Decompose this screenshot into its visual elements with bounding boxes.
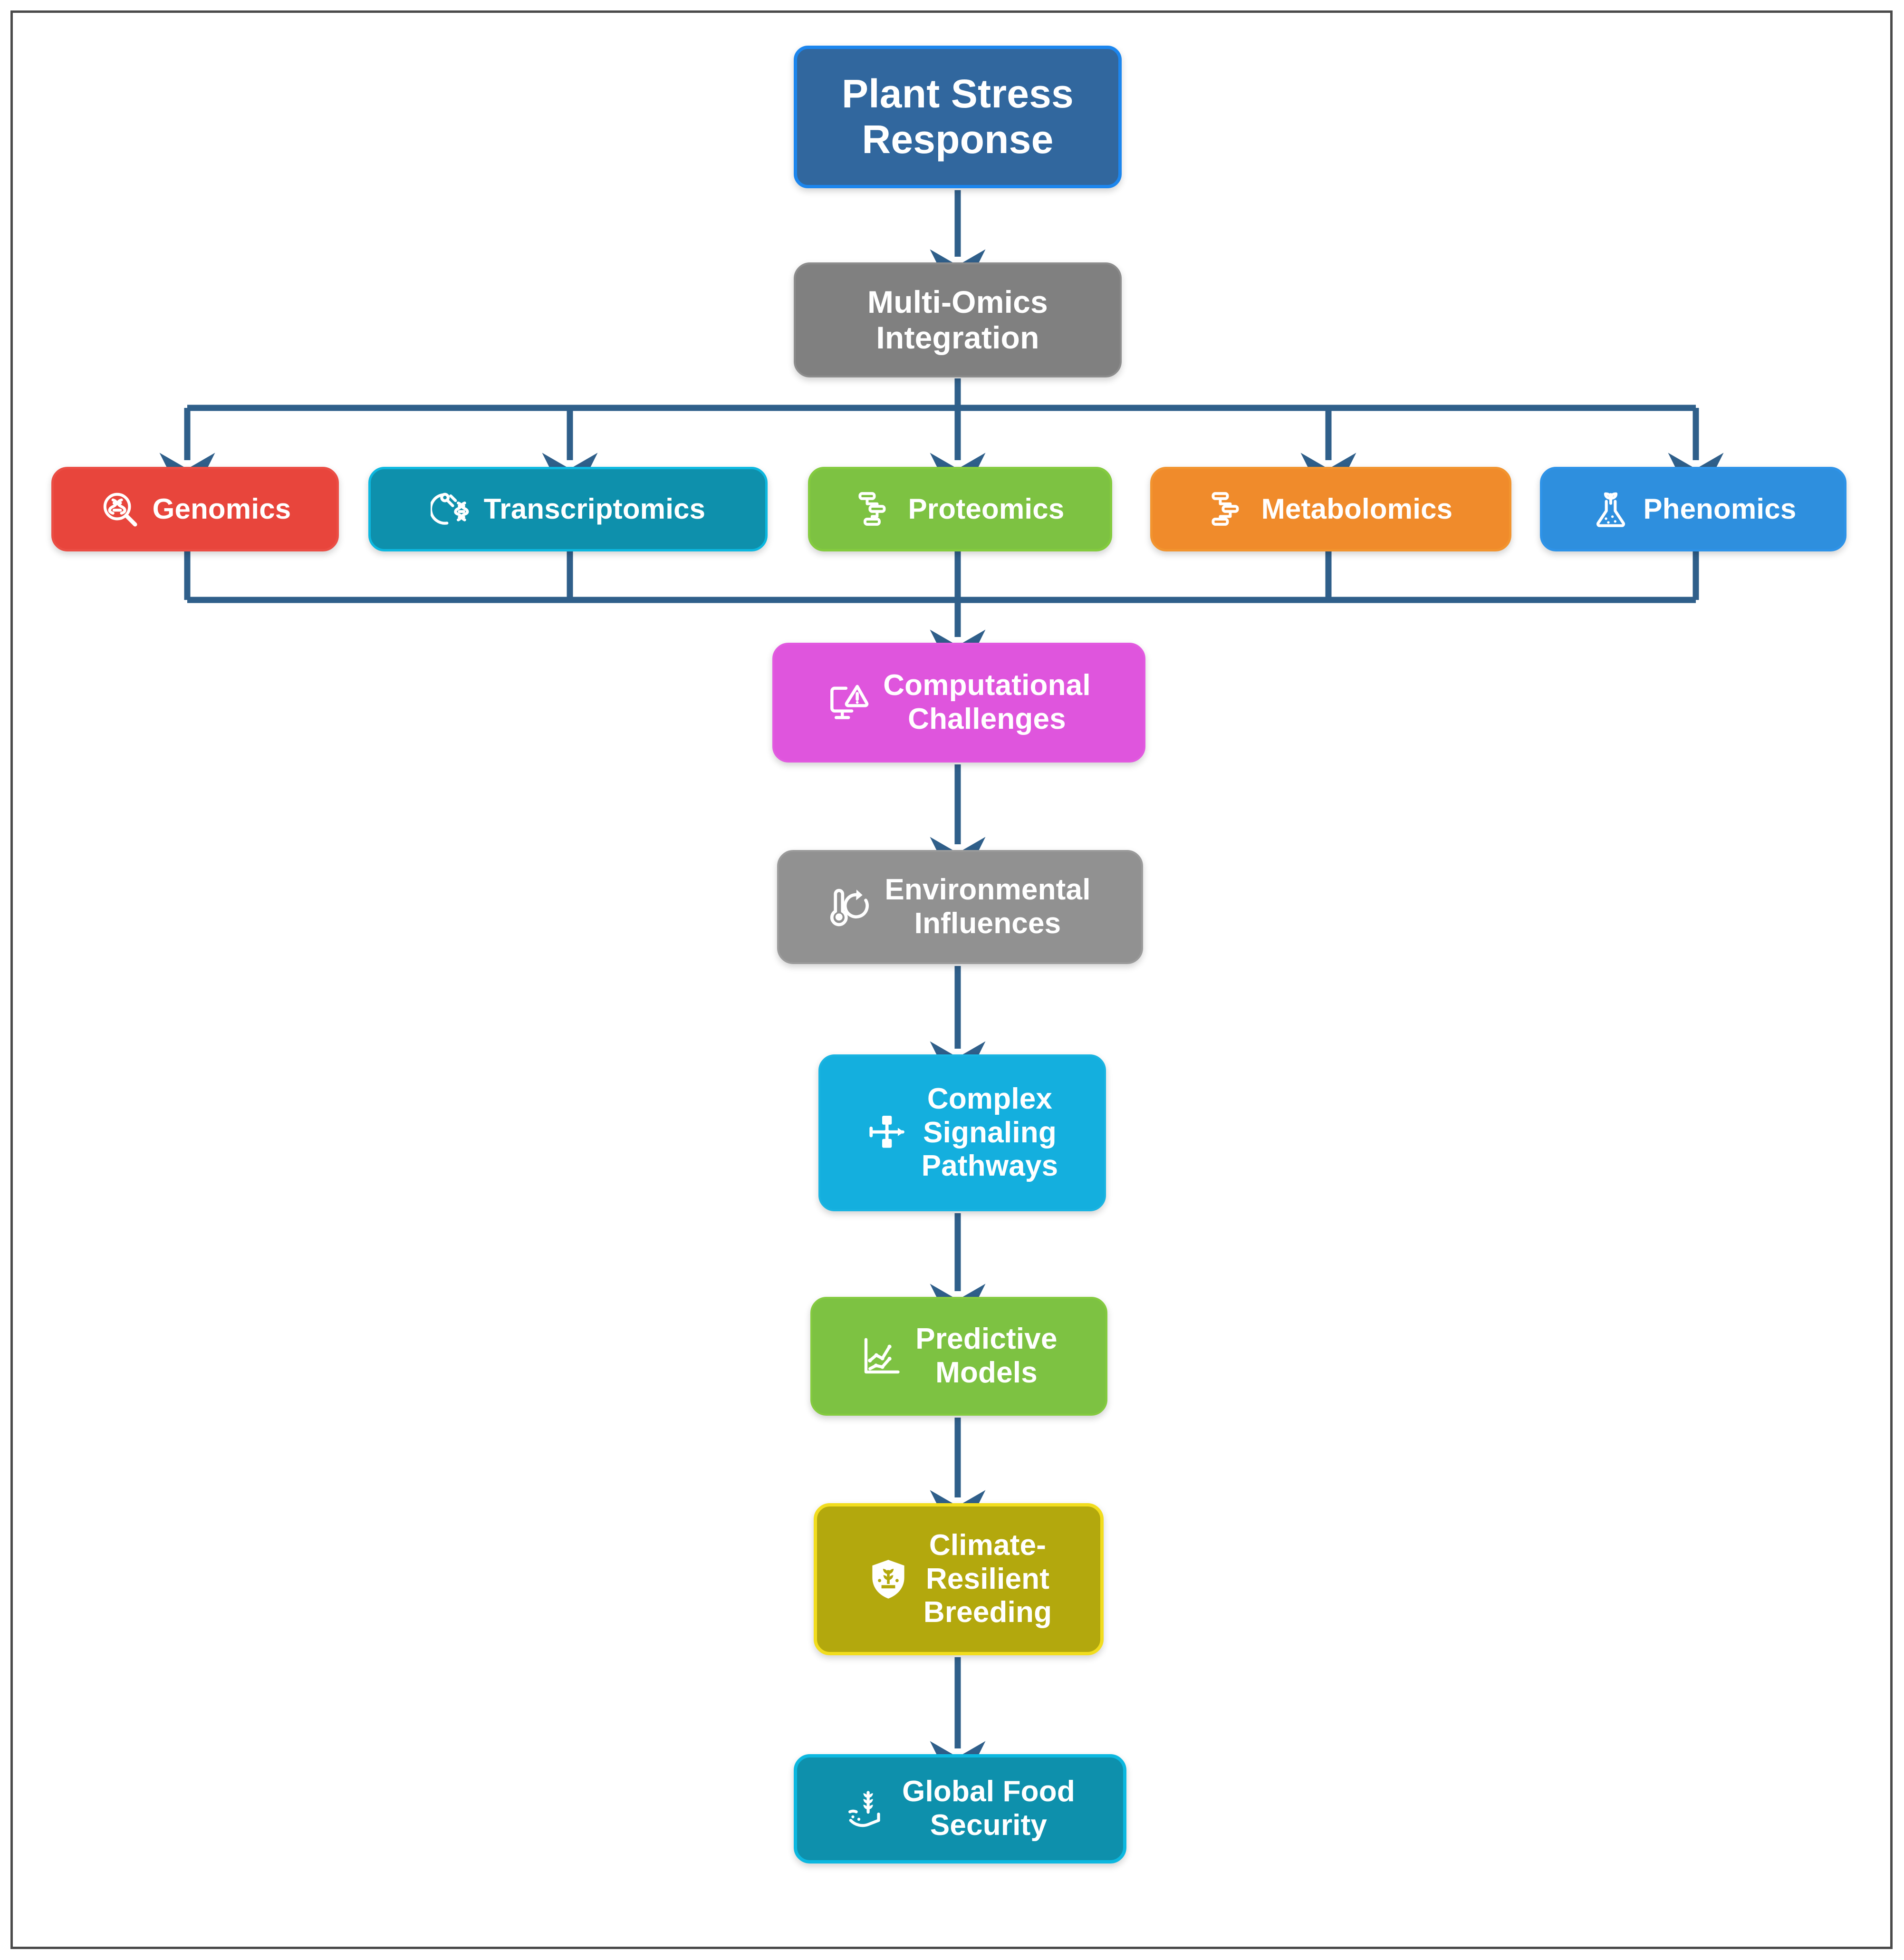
- node-global-food-security[interactable]: Global Food Security: [794, 1754, 1126, 1863]
- node-label: Proteomics: [908, 492, 1065, 525]
- node-predictive-models[interactable]: Predictive Models: [810, 1297, 1107, 1416]
- node-label: Plant Stress Response: [842, 71, 1074, 162]
- node-genomics[interactable]: Genomics: [51, 467, 339, 551]
- microscope-dna-icon: [430, 489, 471, 530]
- shield-plant-icon: [865, 1556, 911, 1602]
- node-computational-challenges[interactable]: Computational Challenges: [772, 643, 1145, 763]
- line-chart-icon: [860, 1335, 903, 1378]
- dna-magnifier-icon: [99, 489, 140, 530]
- node-label: Genomics: [152, 492, 291, 525]
- node-metabolomics[interactable]: Metabolomics: [1150, 467, 1511, 551]
- flask-seedling-icon: [1590, 489, 1631, 530]
- node-label: Metabolomics: [1261, 492, 1453, 525]
- node-label: Climate- Resilient Breeding: [923, 1528, 1052, 1629]
- node-label: Transcriptomics: [483, 492, 706, 525]
- network-nodes-icon: [866, 1111, 909, 1154]
- node-climate-resilient-breeding[interactable]: Climate- Resilient Breeding: [814, 1503, 1104, 1655]
- node-multi-omics-integration[interactable]: Multi-Omics Integration: [794, 262, 1122, 377]
- node-plant-stress-response[interactable]: Plant Stress Response: [794, 46, 1122, 188]
- node-environmental-influences[interactable]: Environmental Influences: [777, 850, 1143, 964]
- node-phenomics[interactable]: Phenomics: [1540, 467, 1846, 551]
- node-label: Environmental Influences: [885, 873, 1091, 940]
- node-label: Multi-Omics Integration: [867, 284, 1048, 355]
- monitor-warning-icon: [827, 681, 871, 724]
- node-label: Predictive Models: [915, 1323, 1058, 1389]
- wheat-hand-icon: [845, 1786, 890, 1831]
- thermometer-cycle-icon: [829, 886, 872, 928]
- node-label: Phenomics: [1643, 492, 1797, 525]
- node-transcriptomics[interactable]: Transcriptomics: [368, 467, 768, 551]
- node-label: Global Food Security: [902, 1775, 1075, 1842]
- metabolic-pathway-icon: [1209, 489, 1249, 529]
- protein-hierarchy-icon: [856, 489, 896, 529]
- node-complex-signaling-pathways[interactable]: Complex Signaling Pathways: [818, 1054, 1106, 1211]
- node-label: Computational Challenges: [883, 669, 1091, 735]
- node-proteomics[interactable]: Proteomics: [808, 467, 1112, 551]
- node-label: Complex Signaling Pathways: [921, 1082, 1058, 1183]
